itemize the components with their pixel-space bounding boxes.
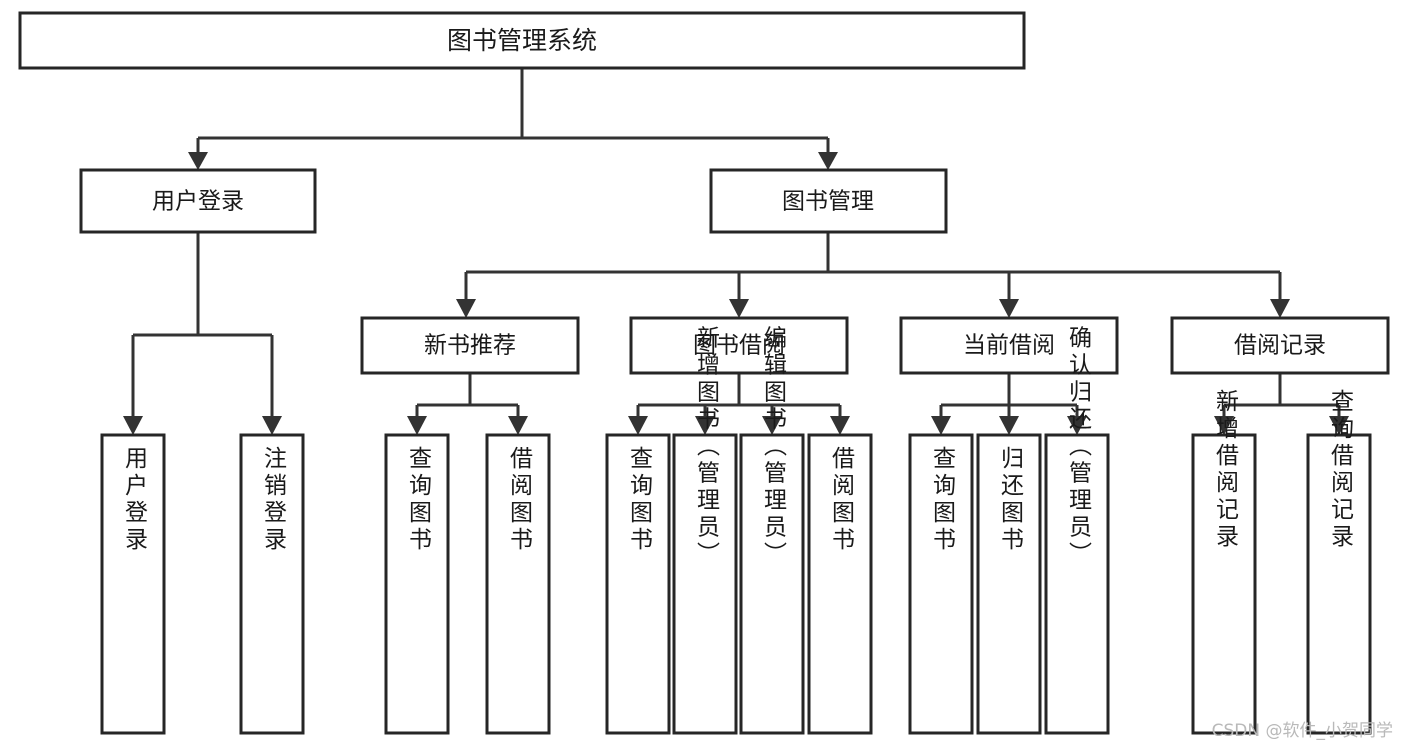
node-user-login-box[interactable] [79,168,317,234]
connector-group-book-borrow-to-leaves [628,373,850,435]
node-borrow-record-box[interactable] [1170,316,1390,375]
leaf-box-record-query[interactable] [1306,433,1372,735]
leaf-label-borrow-query: 查询图书 [626,446,654,554]
node-book-borrow-label: 图书借阅 [693,333,785,359]
leaf-label-user-login-login: 用户登录 [121,446,149,554]
leaf-label-current-confirm-return: 确认归还（管理员） [1065,326,1093,569]
leaf-node-record-add[interactable]: 新增借阅记录 [1191,389,1257,735]
arrowhead-cb-leaf-1 [931,416,951,435]
arrowhead-br-leaf-1 [1214,416,1234,435]
leaf-box-record-add[interactable] [1191,433,1257,735]
node-root-label: 图书管理系统 [447,26,597,55]
arrowhead-current-borrow [999,299,1019,318]
arrowhead-book-borrow [729,299,749,318]
node-current-borrow[interactable]: 当前借阅 [899,316,1119,375]
arrowhead-bb-leaf-1 [628,416,648,435]
leaf-node-user-login-login[interactable]: 用户登录 [100,433,166,735]
leaf-node-newbook-query[interactable]: 查询图书 [384,433,450,735]
node-new-book-recommend-label: 新书推荐 [424,333,516,359]
leaf-box-user-login-logout[interactable] [239,433,305,735]
node-book-borrow-box[interactable] [629,316,849,375]
arrowhead-bb-leaf-3 [762,416,782,435]
node-book-management-label: 图书管理 [782,189,874,215]
node-borrow-record[interactable]: 借阅记录 [1170,316,1390,375]
leaf-label-newbook-query: 查询图书 [405,446,433,554]
leaf-label-record-add: 新增借阅记录 [1212,389,1240,551]
leaf-label-current-return: 归还图书 [997,446,1025,554]
arrowhead-borrow-record [1270,299,1290,318]
leaf-node-user-login-logout[interactable]: 注销登录 [239,433,305,735]
arrowhead-nb-leaf-2 [508,416,528,435]
leaf-label-borrow-book: 借阅图书 [828,446,856,554]
leaf-label-current-query: 查询图书 [929,446,957,554]
arrowhead-cb-leaf-2 [999,416,1019,435]
node-book-borrow[interactable]: 图书借阅 [629,316,849,375]
leaf-box-user-login-login[interactable] [100,433,166,735]
arrowhead-bb-leaf-2 [695,416,715,435]
leaf-box-current-query[interactable] [908,433,974,735]
node-book-management-box[interactable] [709,168,948,234]
connector-group-current-borrow-to-leaves [931,373,1087,435]
node-new-book-recommend-box[interactable] [360,316,580,375]
node-root-system[interactable]: 图书管理系统 [18,11,1026,70]
node-borrow-record-label: 借阅记录 [1234,333,1326,359]
leaf-node-current-confirm-return[interactable]: 确认归还（管理员） [1044,326,1110,735]
leaf-label-newbook-borrow: 借阅图书 [506,446,534,554]
connector-group-borrow-record-to-leaves [1214,373,1349,435]
leaf-node-record-query[interactable]: 查询借阅记录 [1306,389,1372,735]
leaf-label-borrow-add: 新增图书（管理员） [693,326,721,569]
arrowhead-leaf-user-login [123,416,143,435]
leaf-node-current-return[interactable]: 归还图书 [976,433,1042,735]
leaf-box-borrow-add[interactable] [672,433,738,735]
leaf-label-borrow-edit: 编辑图书（管理员） [760,326,788,569]
arrowhead-bb-leaf-4 [830,416,850,435]
connector-group-user-login-to-leaves [123,232,282,435]
leaf-box-newbook-query[interactable] [384,433,450,735]
leaf-node-borrow-query[interactable]: 查询图书 [605,433,671,735]
arrowhead-br-leaf-2 [1329,416,1349,435]
leaf-box-borrow-book[interactable] [807,433,873,735]
leaf-label-user-login-logout: 注销登录 [260,446,288,554]
connector-group-root-to-level2 [188,68,838,170]
leaf-node-newbook-borrow[interactable]: 借阅图书 [485,433,551,735]
arrowhead-cb-leaf-3 [1067,416,1087,435]
leaf-box-newbook-borrow[interactable] [485,433,551,735]
node-user-login[interactable]: 用户登录 [79,168,317,234]
arrowhead-new-book-recommend [456,299,476,318]
leaf-node-borrow-add[interactable]: 新增图书（管理员） [672,326,738,735]
leaf-label-record-query: 查询借阅记录 [1327,389,1355,551]
connector-group-book-manage-to-level3 [456,232,1290,318]
leaf-box-borrow-edit[interactable] [739,433,805,735]
leaf-node-borrow-book[interactable]: 借阅图书 [807,433,873,735]
node-current-borrow-label: 当前借阅 [963,333,1055,359]
leaf-node-borrow-edit[interactable]: 编辑图书（管理员） [739,326,805,735]
node-user-login-label: 用户登录 [152,189,244,215]
csdn-watermark: CSDN @软件_小贺同学 [1211,721,1393,741]
connector-group-new-book-to-leaves [407,373,528,435]
node-new-book-recommend[interactable]: 新书推荐 [360,316,580,375]
leaf-box-borrow-query[interactable] [605,433,671,735]
node-root-box[interactable] [18,11,1026,70]
arrowhead-leaf-logout [262,416,282,435]
arrowhead-user-login [188,152,208,170]
node-book-management[interactable]: 图书管理 [709,168,948,234]
arrowhead-nb-leaf-1 [407,416,427,435]
arrowhead-book-manage [818,152,838,170]
leaf-box-current-return[interactable] [976,433,1042,735]
leaf-node-current-query[interactable]: 查询图书 [908,433,974,735]
leaf-box-current-confirm-return[interactable] [1044,433,1110,735]
node-current-borrow-box[interactable] [899,316,1119,375]
